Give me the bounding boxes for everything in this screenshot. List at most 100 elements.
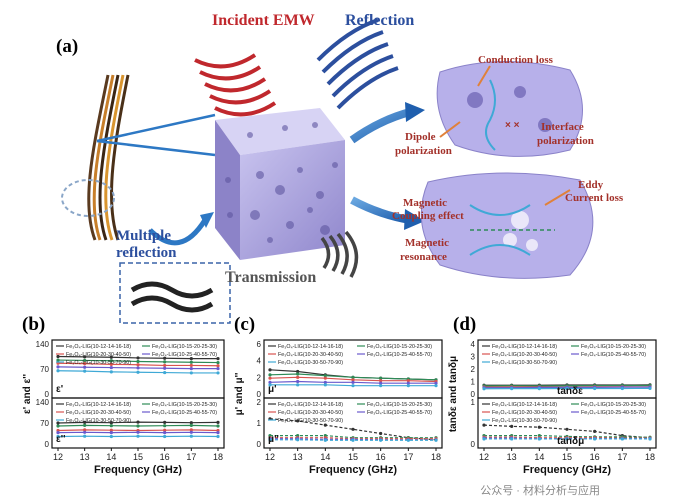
legend-entry: Fe₃O₄-LIG(10-30-50-70-90) — [492, 360, 557, 366]
chart-b-bottom-point — [56, 424, 60, 428]
chart-c-top-point — [379, 381, 383, 385]
chart-c-bottom-point — [268, 438, 272, 442]
legend-entry: Fe₃O₄-LIG(10-25-40-55-70) — [581, 352, 646, 358]
chart-b-xtick: 18 — [213, 452, 223, 462]
chart-c-bottom-label: μ'' — [268, 434, 279, 445]
chart-b-bottom-point — [163, 420, 167, 424]
chart-d-top-label: tanδε — [557, 386, 583, 397]
chart-b-bottom-point — [163, 434, 167, 439]
chart-c-top-point — [379, 376, 383, 380]
legend-entry: Fe₃O₄-LIG(10-20-30-40-50) — [66, 352, 131, 358]
incident-emw-label: Incident EMW — [212, 12, 315, 29]
chart-b-xtick: 17 — [186, 452, 196, 462]
chart-c-top-point — [323, 380, 327, 384]
chart-b-top-point — [163, 356, 167, 360]
chart-c-top-point — [323, 383, 327, 387]
reflection-label: Reflection — [345, 12, 414, 29]
chart-b-top-point — [136, 370, 140, 374]
chart-c-top-point — [406, 381, 410, 385]
chart-b-bottom-point — [136, 424, 140, 428]
legend-entry: Fe₃O₄-LIG(10-15-20-25-30) — [581, 402, 646, 408]
zoom-blob-magnetic — [420, 172, 594, 279]
chart-d-bottom-ytick: 0 — [471, 440, 476, 449]
dipole-label-line1: Dipole — [405, 131, 436, 143]
chart-c-xtick: 16 — [376, 452, 386, 462]
panel-a-label: (a) — [56, 36, 78, 57]
chart-d: 43210Fe₃O₄-LIG(10-12-14-16-18)Fe₃O₄-LIG(… — [448, 339, 657, 476]
legend-entry: Fe₃O₄-LIG(10-15-20-25-30) — [581, 344, 646, 350]
chart-c-xtick: 17 — [403, 452, 413, 462]
chart-b-top-point — [136, 363, 140, 367]
chart-d-bottom-point — [510, 424, 514, 428]
chart-c-top-label: μ' — [268, 384, 277, 395]
chart-b-top-point — [83, 362, 87, 366]
chart-b-bottom-point — [109, 424, 113, 428]
chart-b-bottom-point — [136, 434, 140, 438]
legend-entry: Fe₃O₄-LIG(10-15-20-25-30) — [152, 402, 217, 408]
chart-d-xtick: 15 — [562, 452, 572, 462]
legend-entry: Fe₃O₄-LIG(10-15-20-25-30) — [367, 402, 432, 408]
chart-c-bottom-point — [434, 438, 438, 442]
magres-label-line1: Magnetic — [405, 237, 449, 249]
chart-d-bottom-point — [537, 425, 541, 429]
chart-d-top-point — [648, 386, 652, 390]
chart-b-top-point — [83, 369, 87, 373]
legend-entry: Fe₃O₄-LIG(10-25-40-55-70) — [581, 410, 646, 416]
chart-c-top-ytick: 6 — [257, 340, 262, 349]
chart-c-bottom-point — [379, 431, 383, 436]
arrowhead-icon — [404, 209, 425, 230]
chart-d-bottom-point — [620, 437, 624, 441]
legend-entry: Fe₃O₄-LIG(10-15-20-25-30) — [367, 344, 432, 350]
legend-entry: Fe₃O₄-LIG(10-30-50-70-90) — [492, 418, 557, 424]
chart-b-top-point — [136, 359, 140, 364]
chart-c-bottom-point — [296, 419, 300, 423]
chart-c-top-point — [406, 379, 410, 383]
chart-d-top-ytick: 0 — [471, 390, 476, 399]
conduction-loss-label: Conduction loss — [478, 54, 554, 66]
legend-entry: Fe₃O₄-LIG(10-12-14-16-18) — [66, 402, 131, 408]
panel-d-label: (d) — [453, 314, 476, 335]
chart-c-top-point — [296, 379, 300, 384]
chart-c-bottom-ytick: 0 — [257, 440, 262, 449]
legend-entry: Fe₃O₄-LIG(10-30-50-70-90) — [278, 418, 343, 424]
transmission-label: Transmission — [225, 269, 316, 286]
chart-b-top-point — [56, 358, 60, 362]
eddy-label-line2: Current loss — [565, 192, 624, 204]
chart-d-top-ytick: 2 — [471, 365, 476, 374]
chart-b-bottom-point — [83, 428, 87, 432]
chart-c: 6420Fe₃O₄-LIG(10-12-14-16-18)Fe₃O₄-LIG(1… — [234, 339, 443, 476]
chart-b-bottom-point — [216, 431, 220, 435]
porous-foam-cube — [215, 108, 345, 260]
legend-entry: Fe₃O₄-LIG(10-12-14-16-18) — [66, 344, 131, 350]
chart-b-xlabel: Frequency (GHz) — [94, 464, 182, 476]
chart-b-top-point — [56, 369, 60, 373]
chart-b-top-point — [83, 365, 87, 369]
chart-b-top-point — [109, 370, 113, 374]
chart-b-top-ytick: 140 — [36, 340, 50, 349]
legend-entry: Fe₃O₄-LIG(10-25-40-55-70) — [367, 352, 432, 358]
chart-b-bottom-point — [56, 431, 60, 435]
chart-d-xtick: 14 — [534, 452, 544, 462]
chart-b-top-point — [163, 370, 167, 375]
chart-d-top-point — [510, 387, 514, 391]
chart-b-bottom-point — [163, 428, 167, 432]
chart-d-top-ytick: 3 — [471, 353, 476, 362]
chart-c-bottom-ytick: 1 — [257, 419, 262, 428]
chart-d-top-ytick: 1 — [471, 378, 476, 387]
chart-b-bottom-point — [216, 420, 220, 424]
legend-entry: Fe₃O₄-LIG(10-12-14-16-18) — [492, 344, 557, 350]
chart-c-top-point — [268, 383, 272, 387]
chart-b-bottom-point — [109, 421, 113, 425]
chart-d-xtick: 17 — [617, 452, 627, 462]
chart-b-bottom-point — [136, 420, 140, 424]
chart-d-bottom-point — [648, 437, 652, 441]
chart-b-bottom-ytick: 70 — [40, 419, 49, 428]
legend-entry: Fe₃O₄-LIG(10-12-14-16-18) — [492, 402, 557, 408]
chart-d-ylabel: tanδε and tanδμ — [448, 356, 459, 432]
chart-b-bottom-point — [109, 434, 113, 439]
chart-b-top-point — [56, 354, 60, 359]
chart-b-top-point — [83, 358, 87, 363]
chart-b-top-point — [136, 366, 140, 370]
